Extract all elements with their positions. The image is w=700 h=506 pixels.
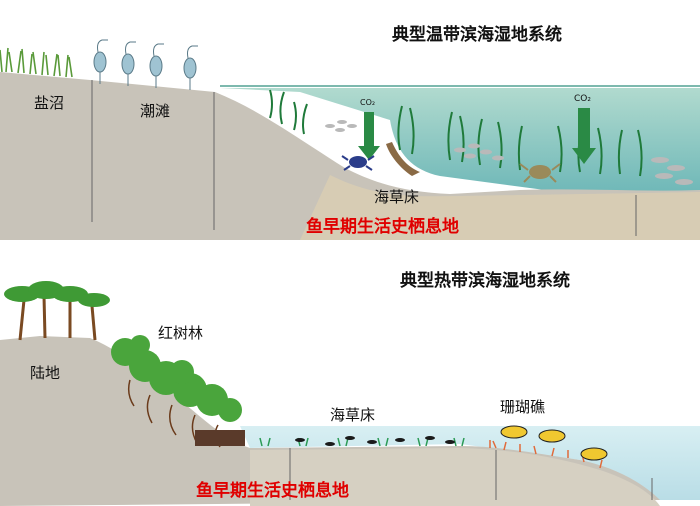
zone-label-coral-reef: 珊瑚礁: [500, 398, 546, 416]
zone-label-seagrass-bed: 海草床: [374, 188, 420, 206]
co2-label: CO₂: [574, 94, 591, 104]
fish-school-icon: [325, 120, 693, 185]
fish-school-icon: [295, 436, 455, 446]
salt-marsh-grass-icon: [0, 47, 73, 78]
tropical-panel: [0, 281, 700, 506]
zone-label-seagrass-bed: 海草床: [330, 406, 376, 424]
coral-icon: [489, 440, 603, 469]
crab-icon: [341, 155, 561, 183]
zone-label-mangrove: 红树林: [158, 324, 204, 342]
zone-label-tidal-flat: 潮滩: [140, 102, 171, 120]
temperate-sand: [300, 175, 700, 240]
seagrass-bed-mat: [386, 142, 420, 176]
co2-arrow-icon: [358, 108, 596, 164]
co2-label: CO₂: [360, 98, 376, 107]
temperate-title: 典型温带滨海湿地系统: [392, 25, 562, 45]
zone-label-land: 陆地: [30, 364, 61, 382]
tropical-water: [240, 426, 700, 500]
nursery-habitat-label: 鱼早期生活史栖息地: [196, 481, 349, 501]
nursery-habitat-label: 鱼早期生活史栖息地: [306, 217, 459, 237]
tropical-title: 典型热带滨海湿地系统: [400, 271, 570, 291]
mangrove-tree-icon: [111, 335, 245, 448]
reef-fish-icon: [500, 425, 608, 461]
temperate-panel: [0, 39, 700, 240]
tropical-sand: [250, 448, 660, 506]
zone-label-salt-marsh: 盐沼: [34, 94, 65, 112]
palm-tree-icon: [4, 281, 110, 341]
heron-icon: [93, 39, 198, 90]
